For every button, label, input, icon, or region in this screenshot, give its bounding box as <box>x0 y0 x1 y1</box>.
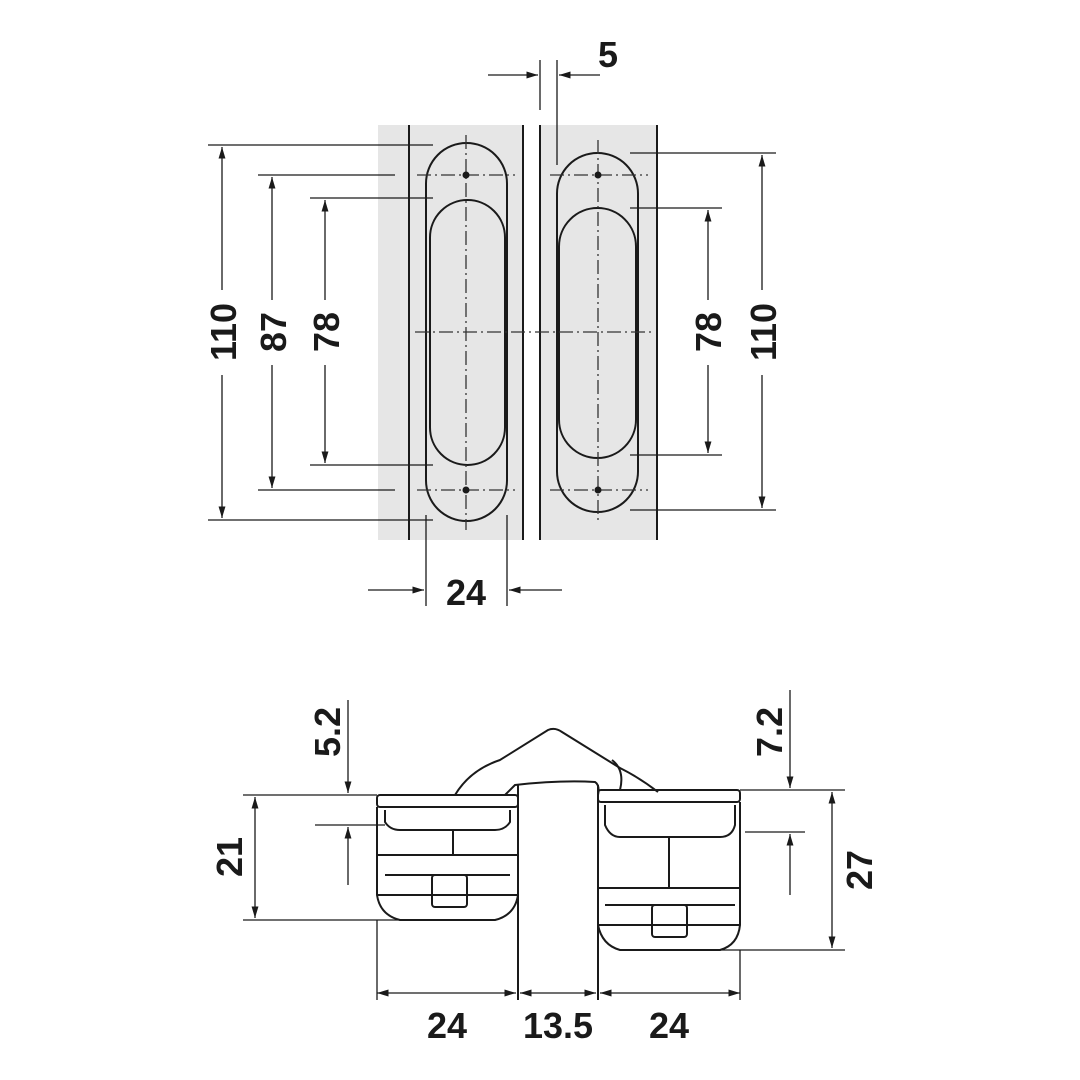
left-hinge-body <box>376 794 519 921</box>
dim-depth-left: 21 <box>209 837 250 877</box>
side-view: 24 13.5 24 21 27 5.2 7.2 <box>209 690 880 1046</box>
dim-height-left: 110 <box>203 303 244 361</box>
top-view: 110 87 78 78 110 24 5 <box>203 34 784 613</box>
dim-offset-left: 5.2 <box>307 707 348 757</box>
dim-inner-left: 78 <box>306 312 347 352</box>
dim-depth-right: 27 <box>839 850 880 890</box>
hinge-arm <box>454 727 659 796</box>
dim-gap-side: 13.5 <box>523 1005 593 1046</box>
dim-hole-spacing: 87 <box>253 312 294 352</box>
dim-inner-right: 78 <box>688 312 729 352</box>
dim-height-right: 110 <box>743 303 784 361</box>
right-hinge-body <box>597 789 741 951</box>
dim-gap: 5 <box>598 34 618 75</box>
dim-width: 24 <box>446 572 486 613</box>
dim-offset-right: 7.2 <box>749 707 790 757</box>
dim-width-left: 24 <box>427 1005 467 1046</box>
dim-width-right: 24 <box>649 1005 689 1046</box>
